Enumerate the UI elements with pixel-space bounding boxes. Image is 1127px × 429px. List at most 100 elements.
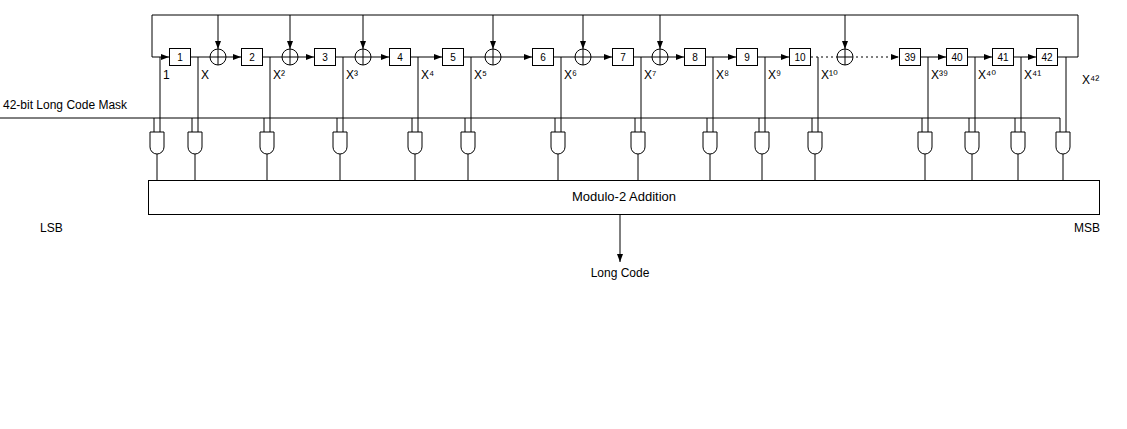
cell-number: 2 — [249, 52, 255, 63]
tap-wire — [160, 57, 161, 132]
mask-wire — [412, 118, 413, 132]
xor-circle — [210, 49, 226, 65]
tap-label: X — [201, 69, 209, 83]
and-gate — [260, 132, 274, 154]
shift-line — [811, 57, 899, 58]
gate-output — [762, 154, 763, 180]
feedback-tap — [583, 15, 584, 49]
shift-register-cell: 3 — [314, 48, 336, 66]
and-gate — [461, 132, 475, 154]
and-gate — [551, 132, 565, 154]
xor-cross — [210, 49, 226, 65]
tap-wire — [765, 57, 766, 132]
tap-label: 1 — [163, 69, 170, 83]
bit-order-label: MSB — [1074, 222, 1100, 236]
mask-wire — [1060, 118, 1061, 132]
gate-output — [710, 154, 711, 180]
xor-adder — [575, 49, 591, 65]
tap-wire — [471, 57, 472, 132]
mask-wire — [759, 118, 760, 132]
cell-number: 42 — [1041, 52, 1052, 63]
and-gate — [333, 132, 347, 154]
cell-number: 39 — [904, 52, 915, 63]
feedback-tap — [363, 15, 364, 49]
xor-cross — [575, 49, 591, 65]
shift-register-cell: 10 — [789, 48, 811, 66]
xor-adder — [652, 49, 668, 65]
cell-number: 3 — [322, 52, 328, 63]
gate-output — [638, 154, 639, 180]
gate-output — [157, 154, 158, 180]
cell-number: 41 — [997, 52, 1008, 63]
xor-circle — [575, 49, 591, 65]
gate-output — [1018, 154, 1019, 180]
and-gate — [1056, 132, 1070, 154]
gate-output — [972, 154, 973, 180]
xor-adder — [837, 49, 853, 65]
shift-register-cell: 39 — [899, 48, 921, 66]
feedback-tap — [845, 15, 846, 49]
tap-label: X⁸ — [716, 69, 729, 83]
cell-number: 4 — [397, 52, 403, 63]
xor-adder — [485, 49, 501, 65]
tap-wire — [198, 57, 199, 132]
shift-register-cell: 41 — [992, 48, 1014, 66]
cell-number: 7 — [620, 52, 626, 63]
mask-wire — [465, 118, 466, 132]
mask-wire — [264, 118, 265, 132]
cell-number: 9 — [744, 52, 750, 63]
tap-label: X⁴² — [1082, 74, 1099, 88]
tap-wire — [343, 57, 344, 132]
tap-label: X³ — [346, 69, 358, 83]
shift-register-cell: 7 — [612, 48, 634, 66]
xor-adder — [355, 49, 371, 65]
shift-line — [968, 57, 992, 58]
gate-output — [925, 154, 926, 180]
cell-number: 40 — [951, 52, 962, 63]
gate-output — [815, 154, 816, 180]
shift-register-cell: 40 — [946, 48, 968, 66]
mask-wire — [922, 118, 923, 132]
gate-output — [267, 154, 268, 180]
mask-wire — [812, 118, 813, 132]
shift-line — [921, 57, 946, 58]
feedback-tap — [493, 15, 494, 49]
cell-number: 8 — [692, 52, 698, 63]
tap-wire — [418, 57, 419, 132]
gate-output — [468, 154, 469, 180]
xor-adder — [210, 49, 226, 65]
and-gate — [965, 132, 979, 154]
shift-register-cell: 6 — [532, 48, 554, 66]
shift-line — [411, 57, 442, 58]
modulo-2-adder: Modulo-2 Addition — [148, 180, 1100, 215]
and-gate — [918, 132, 932, 154]
and-gate — [808, 132, 822, 154]
tap-label: X³⁹ — [931, 69, 948, 83]
and-gate — [703, 132, 717, 154]
tap-label: X² — [273, 69, 285, 83]
xor-cross — [282, 49, 298, 65]
shift-register-cell: 42 — [1036, 48, 1058, 66]
shift-register-cell: 2 — [241, 48, 263, 66]
and-gate — [631, 132, 645, 154]
xor-circle — [282, 49, 298, 65]
output-arrow — [620, 215, 621, 262]
block-label: Modulo-2 Addition — [572, 190, 676, 204]
and-gate — [188, 132, 202, 154]
gate-output — [340, 154, 341, 180]
xor-cross — [485, 49, 501, 65]
tap-label: X⁵ — [474, 69, 487, 83]
gate-output — [415, 154, 416, 180]
mask-wire — [635, 118, 636, 132]
and-gate — [408, 132, 422, 154]
tap-wire — [641, 57, 642, 132]
mask-wire — [969, 118, 970, 132]
gate-output — [558, 154, 559, 180]
xor-cross — [652, 49, 668, 65]
tap-wire — [713, 57, 714, 132]
mask-wire — [555, 118, 556, 132]
cell-number: 6 — [540, 52, 546, 63]
xor-circle — [485, 49, 501, 65]
xor-adder — [282, 49, 298, 65]
